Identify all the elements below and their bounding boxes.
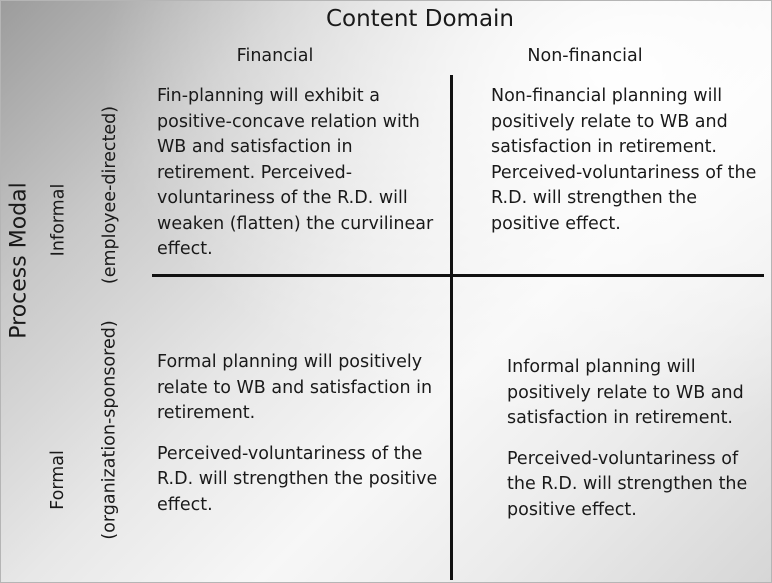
cell-formal-nonfinancial: Informal planning will positively relate…: [507, 355, 767, 523]
cell-informal-nonfinancial: Non-financial planning will positively r…: [491, 86, 757, 234]
row-subheader-formal: (organization-sponsored): [92, 300, 128, 560]
vertical-divider: [450, 75, 453, 580]
cell-formal-financial-p1: Formal planning will positively relate t…: [157, 352, 433, 423]
column-header-nonfinancial: Non-financial: [527, 46, 643, 66]
row-sub-informal: (employee-directed): [100, 105, 121, 285]
row-header-formal: Formal: [40, 400, 76, 560]
column-header-financial: Financial: [236, 46, 314, 66]
row-subheader-informal: (employee-directed): [92, 80, 128, 310]
cell-formal-nonfinancial-p2: Perceived-voluntariness of the R.D. will…: [507, 448, 748, 520]
diagram-title: Content Domain: [325, 6, 515, 32]
row-sub-formal: (organization-sponsored): [100, 320, 121, 540]
cell-formal-financial-p2: Perceived-voluntariness of the R.D. will…: [157, 443, 438, 515]
y-axis-label-text: Process Modal: [6, 181, 32, 339]
y-axis-label: Process Modal: [0, 160, 38, 360]
cell-formal-nonfinancial-p1: Informal planning will positively relate…: [507, 357, 744, 428]
row-header-informal: Informal: [40, 140, 76, 300]
row-name-formal: Formal: [48, 450, 69, 510]
cell-formal-financial: Formal planning will positively relate t…: [157, 350, 447, 518]
horizontal-divider: [152, 274, 764, 277]
row-name-informal: Informal: [48, 183, 69, 257]
cell-informal-financial: Fin-planning will exhibit a positive-con…: [157, 86, 434, 259]
